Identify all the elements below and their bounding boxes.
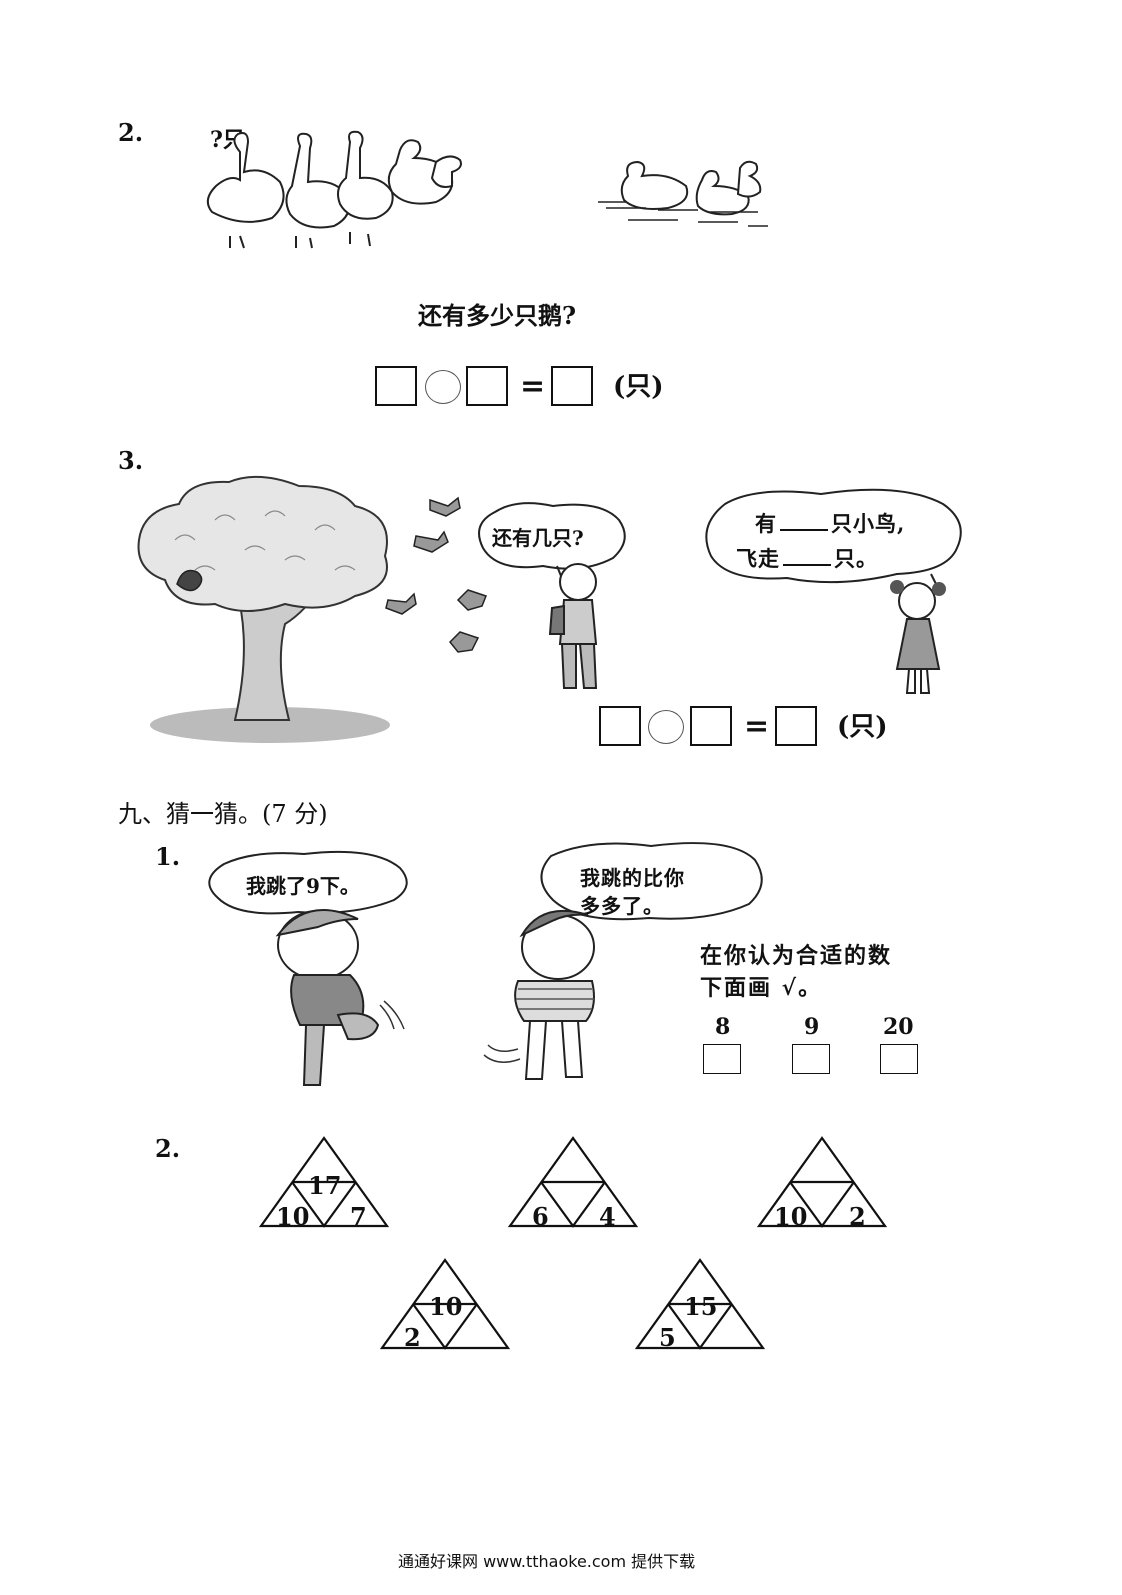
triangle-top-number[interactable]: 15 (684, 1292, 718, 1321)
kid-2-speech-bubble (540, 842, 763, 921)
section-9-q2-number: 2. (155, 1134, 181, 1163)
blank-underline[interactable] (783, 546, 831, 566)
girl-speech-text: 只小鸟, (831, 511, 906, 536)
triangle-left-number[interactable]: 5 (659, 1323, 676, 1352)
answer-box[interactable] (775, 706, 817, 746)
triangle-outline (634, 1258, 766, 1350)
jumping-kid-1-illustration (275, 909, 405, 1086)
unit-label: (只) (613, 372, 664, 402)
unit-label: (只) (837, 712, 888, 742)
triangle-right-number[interactable]: 2 (849, 1202, 866, 1231)
kid-2-speech-line-2: 多多了。 (580, 894, 664, 918)
girl-illustration (890, 580, 946, 694)
checkbox-option-8[interactable] (703, 1044, 741, 1074)
option-number: 20 (883, 1014, 914, 1040)
option-number: 8 (715, 1014, 731, 1040)
checkbox-option-20[interactable] (880, 1044, 918, 1074)
answer-box[interactable] (551, 366, 593, 406)
answer-box[interactable] (690, 706, 732, 746)
triangle-outline (258, 1136, 390, 1228)
instruction-line-2: 下面画 √。 (700, 975, 823, 1001)
swimming-geese-illustration (598, 160, 768, 227)
triangle-outline (379, 1258, 511, 1350)
boy-speech-text: 还有几只? (492, 526, 584, 550)
triangle-left-number[interactable]: 2 (404, 1323, 421, 1352)
triangle-left-number[interactable]: 6 (532, 1202, 549, 1231)
boy-with-backpack-illustration (548, 563, 598, 689)
boy-speech-bubble (478, 502, 626, 577)
girl-speech-text: 飞走 (736, 546, 780, 571)
operator-circle[interactable] (648, 710, 684, 744)
triangle-outline (756, 1136, 888, 1228)
triangle-left-number[interactable]: 10 (276, 1202, 310, 1231)
triangle-top-number[interactable]: 17 (308, 1171, 342, 1200)
triangle-left-number[interactable]: 10 (774, 1202, 808, 1231)
flying-birds-illustration (385, 496, 487, 653)
option-number: 9 (804, 1014, 820, 1040)
girl-speech-line-2: 飞走 只。 (736, 543, 878, 573)
girl-speech-text: 有 (755, 511, 777, 536)
jumping-kid-2-illustration (483, 909, 595, 1080)
section-9-title: 九、猜一猜。(7 分) (118, 800, 328, 828)
triangle-top-number[interactable]: 10 (429, 1292, 463, 1321)
triangle-right-number[interactable]: 4 (599, 1202, 616, 1231)
equals-sign: = (520, 369, 546, 404)
checkbox-option-9[interactable] (792, 1044, 830, 1074)
blank-underline[interactable] (780, 511, 828, 531)
triangle-right-number[interactable]: 7 (350, 1202, 367, 1231)
instruction-line-1: 在你认为合适的数 (700, 943, 893, 969)
operator-circle[interactable] (425, 370, 461, 404)
answer-box[interactable] (375, 366, 417, 406)
question-2-number: 2. (118, 118, 144, 147)
kid-1-speech-text: 我跳了9下。 (246, 874, 360, 898)
answer-box[interactable] (599, 706, 641, 746)
tree-illustration (137, 475, 390, 743)
girl-speech-line-1: 有 只小鸟, (755, 508, 905, 538)
kid-2-speech-line-1: 我跳的比你 (580, 866, 685, 890)
equals-sign: = (744, 709, 770, 744)
question-3-number: 3. (118, 446, 144, 475)
triangle-outline (507, 1136, 639, 1228)
answer-box[interactable] (466, 366, 508, 406)
section-9-q1-number: 1. (155, 842, 181, 871)
girl-speech-text: 只。 (834, 546, 878, 571)
footer-credit: 通通好课网 www.tthaoke.com 提供下载 (398, 1552, 696, 1571)
kid-1-speech-bubble (208, 850, 408, 915)
question-2-prompt: 还有多少只鹅? (418, 301, 577, 330)
geese-group-illustration (206, 130, 462, 249)
